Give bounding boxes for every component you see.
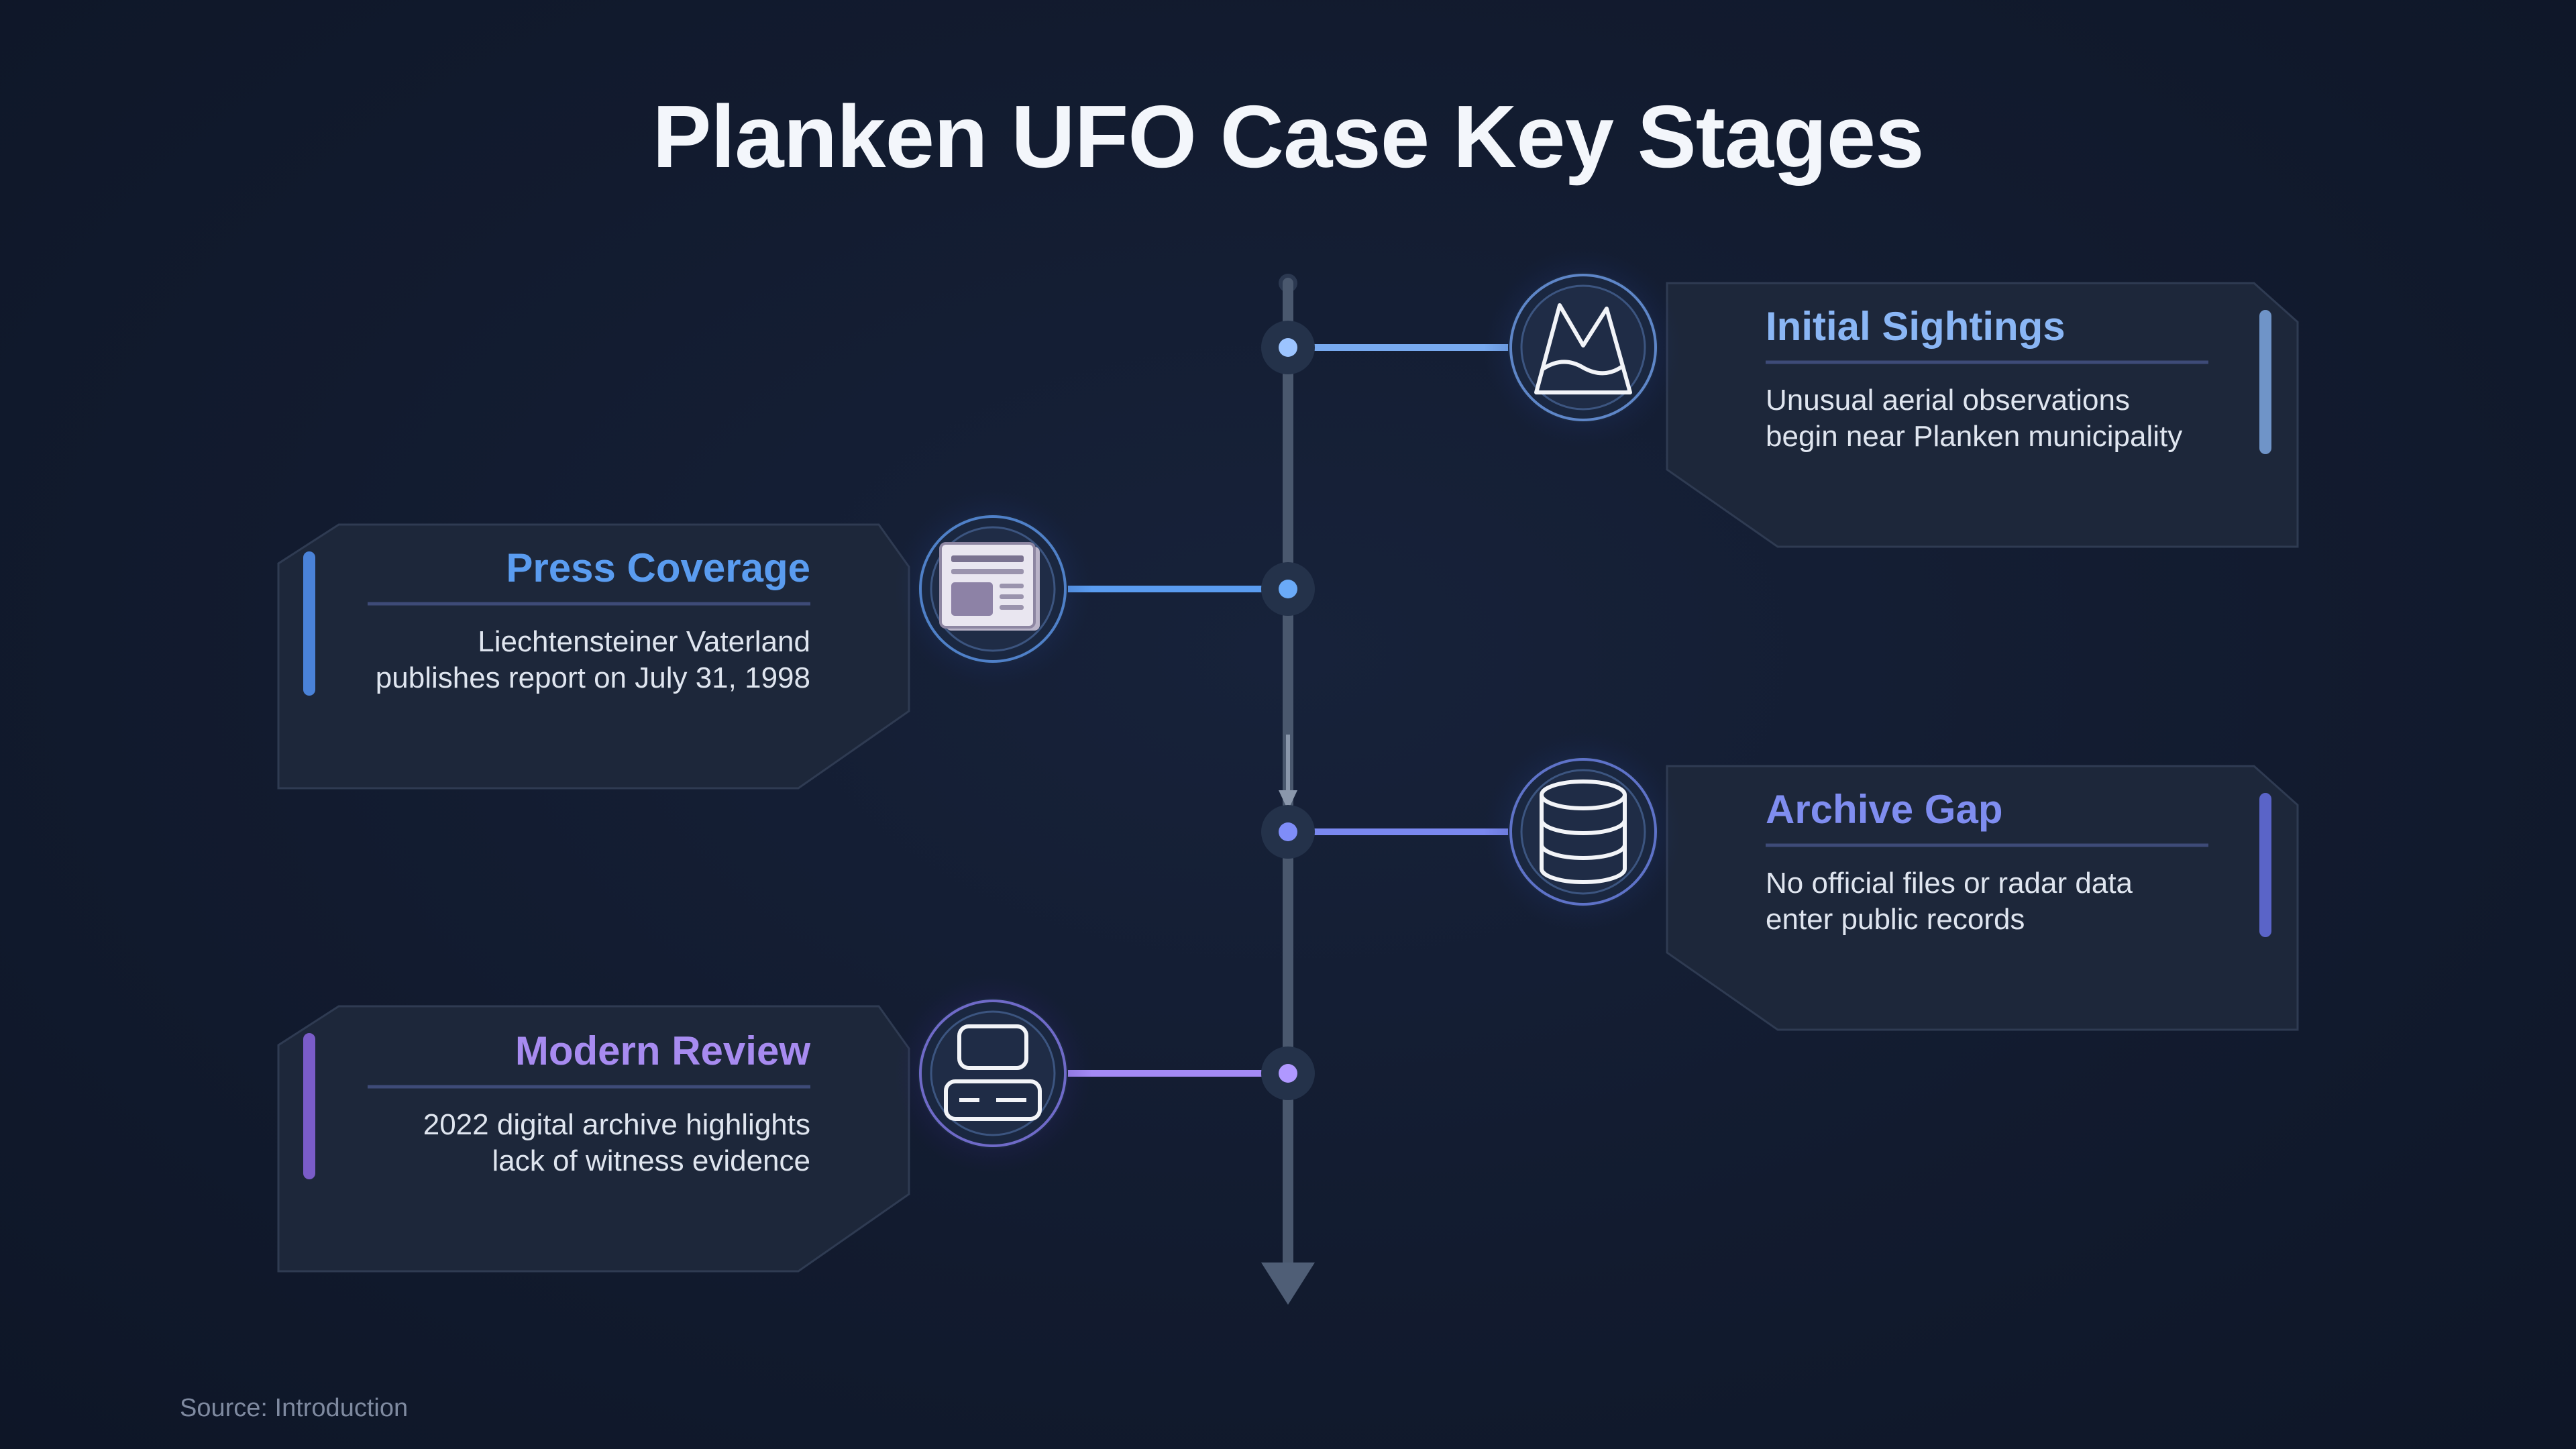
stage-title: Modern Review — [515, 1028, 810, 1073]
timeline-axis — [1261, 274, 1315, 1305]
stage-icon-badge — [1484, 733, 1682, 931]
mountain-icon — [1534, 303, 1632, 394]
card-accent-bar — [303, 1033, 315, 1179]
card-accent-bar — [2259, 310, 2271, 454]
stage-card — [277, 1005, 910, 1273]
source-note: Source: Introduction — [180, 1394, 409, 1422]
card-accent-bar — [2259, 793, 2271, 937]
stage-text-archive-gap: Archive Gap No official files or radar d… — [1766, 786, 2235, 961]
stage-icon-badge — [894, 974, 1092, 1173]
stage-text-initial-sightings: Initial Sightings Unusual aerial observa… — [1766, 303, 2235, 478]
browser-window-icon — [944, 1024, 1042, 1121]
newspaper-icon — [939, 542, 1040, 631]
stage-description: Unusual aerial observations begin near P… — [1766, 384, 2183, 453]
stage-press-coverage — [277, 490, 1315, 790]
card-accent-bar — [303, 551, 315, 696]
flow-arrow-icon — [1279, 790, 1297, 810]
stage-description: No official files or radar data enter pu… — [1766, 867, 2133, 936]
stage-title: Press Coverage — [506, 545, 810, 590]
stage-card — [1666, 765, 2299, 1031]
stage-icon-badge — [1484, 248, 1682, 447]
stage-title: Archive Gap — [1766, 787, 2003, 832]
stage-card — [1666, 282, 2299, 548]
stage-card — [277, 523, 910, 790]
database-icon — [1540, 780, 1627, 884]
timeline-end-arrow-icon — [1261, 1263, 1315, 1305]
stage-modern-review — [277, 974, 1315, 1273]
stage-description: 2022 digital archive highlights lack of … — [423, 1108, 810, 1177]
page-title: Planken UFO Case Key Stages — [652, 87, 1924, 186]
stage-title: Initial Sightings — [1766, 304, 2065, 349]
stage-icon-badge — [894, 490, 1092, 688]
stage-text-modern-review: Modern Review 2022 digital archive highl… — [341, 1028, 810, 1202]
stage-description: Liechtensteiner Vaterland publishes repo… — [375, 625, 810, 694]
stage-archive-gap — [1261, 733, 2299, 1031]
stage-text-press-coverage: Press Coverage Liechtensteiner Vaterland… — [341, 545, 810, 719]
stage-initial-sightings — [1261, 248, 2299, 548]
